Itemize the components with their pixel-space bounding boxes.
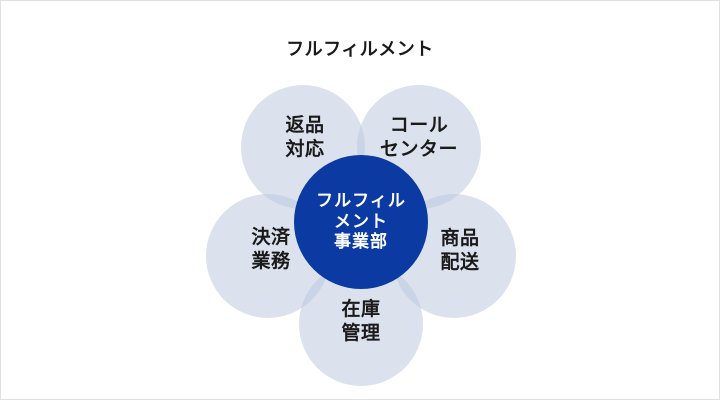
center-circle-line3: 事業部 [333,232,388,252]
petal-inventory-label: 在庫 管理 [341,298,380,346]
petal-payments-line1: 決済 [251,227,291,249]
petal-inventory-line2: 管理 [341,323,381,344]
center-circle-label: フルフィル メント 事業部 [316,191,406,252]
center-circle-line2: メント [333,211,388,231]
petal-payments-label: 決済 業務 [251,226,290,274]
petal-product-delivery-line2: 配送 [440,252,480,273]
diagram-title: フルフィルメント [286,39,434,59]
petal-call-center-label: コール センター [380,114,458,162]
center-circle-fulfillment-division: フルフィル メント 事業部 [294,155,428,289]
petal-call-center: コール センター [357,85,481,209]
petal-call-center-line1: コール [389,115,449,137]
petal-product-delivery-label: 商品 配送 [440,227,479,275]
center-circle-line1: フルフィル [316,191,406,211]
petal-inventory-line1: 在庫 [341,299,381,321]
petal-returns-line2: 対応 [285,139,325,160]
petal-call-center-line2: センター [379,139,458,160]
petal-payments-line2: 業務 [251,251,291,272]
petal-product-delivery-line1: 商品 [440,228,480,250]
petal-returns-label: 返品 対応 [285,114,324,162]
petal-returns-line1: 返品 [285,115,325,137]
